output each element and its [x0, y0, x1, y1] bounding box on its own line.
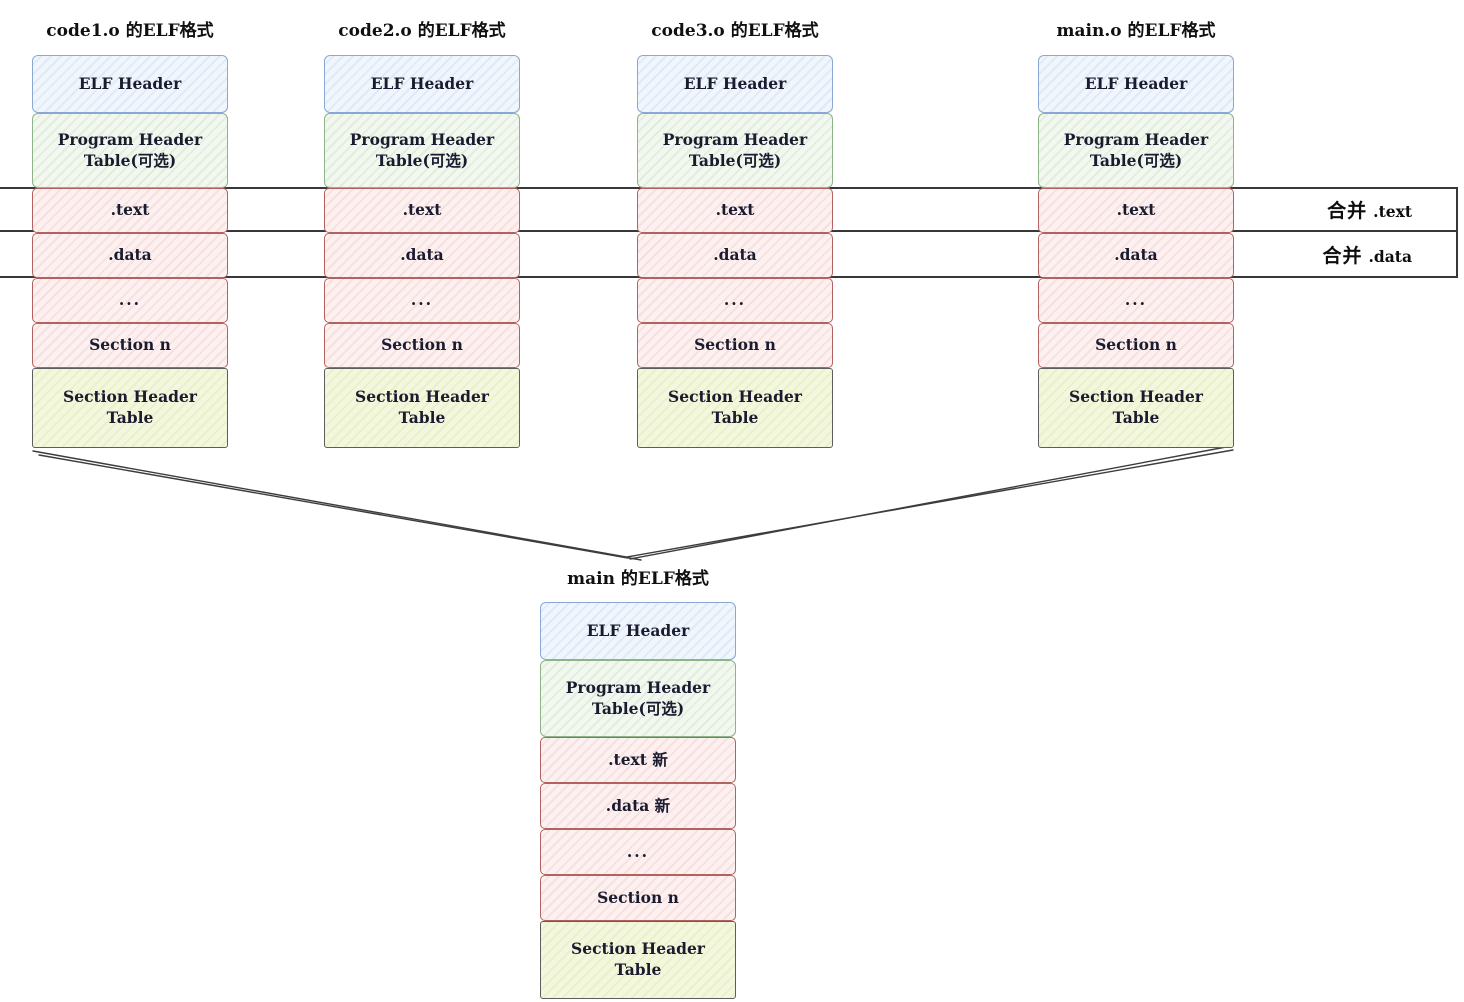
- section-header-table-box: Section Header Table: [324, 368, 520, 448]
- text-section-new-box: .text 新: [540, 737, 736, 783]
- merge-text-label-cn: 合并: [1327, 200, 1368, 222]
- data-section-box: .data: [324, 233, 520, 278]
- right-converge-line-2: [629, 446, 1227, 560]
- column-code3: code3.o 的ELF格式 ELF Header Program Header…: [637, 16, 833, 448]
- program-header-table-box: Program Header Table(可选): [32, 113, 228, 188]
- program-header-table-box: Program Header Table(可选): [1038, 113, 1234, 188]
- text-section-box: .text: [32, 188, 228, 233]
- section-header-table-box: Section Header Table: [637, 368, 833, 448]
- column-title: code2.o 的ELF格式: [338, 21, 506, 41]
- right-converge-line: [626, 449, 1234, 558]
- column-main-o: main.o 的ELF格式 ELF Header Program Header …: [1038, 16, 1234, 448]
- data-section-box: .data: [637, 233, 833, 278]
- ellipsis-section-box: ...: [1038, 278, 1234, 323]
- merge-data-label-cn: 合并: [1322, 244, 1363, 267]
- vertex-stroke: [617, 555, 642, 561]
- section-header-table-box: Section Header Table: [540, 921, 736, 999]
- program-header-table-box: Program Header Table(可选): [637, 113, 833, 188]
- section-n-box: Section n: [32, 323, 228, 368]
- column-code2: code2.o 的ELF格式 ELF Header Program Header…: [324, 16, 520, 448]
- left-converge-line-2: [38, 454, 629, 559]
- program-header-table-box: Program Header Table(可选): [324, 113, 520, 188]
- section-n-box: Section n: [540, 875, 736, 921]
- column-title: code3.o 的ELF格式: [651, 21, 819, 41]
- text-section-box: .text: [324, 188, 520, 233]
- section-n-box: Section n: [324, 323, 520, 368]
- section-header-table-box: Section Header Table: [1038, 368, 1234, 448]
- data-section-box: .data: [1038, 233, 1234, 278]
- text-section-box: .text: [1038, 188, 1234, 233]
- column-title: code1.o 的ELF格式: [46, 21, 214, 41]
- elf-header-box: ELF Header: [540, 602, 736, 660]
- merge-text-label-code: .text: [1373, 202, 1412, 221]
- elf-header-box: ELF Header: [32, 55, 228, 113]
- merge-text-label: 合并 .text: [1327, 196, 1456, 223]
- ellipsis-section-box: ...: [637, 278, 833, 323]
- elf-header-box: ELF Header: [637, 55, 833, 113]
- column-main-result: main 的ELF格式 ELF Header Program Header Ta…: [540, 566, 736, 999]
- text-section-box: .text: [637, 188, 833, 233]
- data-section-box: .data: [32, 233, 228, 278]
- section-header-table-box: Section Header Table: [32, 368, 228, 448]
- data-section-new-box: .data 新: [540, 783, 736, 829]
- elf-header-box: ELF Header: [324, 55, 520, 113]
- result-title: main 的ELF格式: [567, 569, 709, 589]
- merge-data-label-code: .data: [1368, 246, 1412, 266]
- elf-header-box: ELF Header: [1038, 55, 1234, 113]
- ellipsis-section-box: ...: [540, 829, 736, 875]
- left-converge-line: [32, 450, 627, 558]
- program-header-table-box: Program Header Table(可选): [540, 660, 736, 737]
- column-title: main.o 的ELF格式: [1056, 21, 1216, 41]
- merge-data-label: 合并.data: [1323, 241, 1457, 268]
- ellipsis-section-box: ...: [32, 278, 228, 323]
- section-n-box: Section n: [637, 323, 833, 368]
- ellipsis-section-box: ...: [324, 278, 520, 323]
- column-code1: code1.o 的ELF格式 ELF Header Program Header…: [32, 16, 228, 448]
- section-n-box: Section n: [1038, 323, 1234, 368]
